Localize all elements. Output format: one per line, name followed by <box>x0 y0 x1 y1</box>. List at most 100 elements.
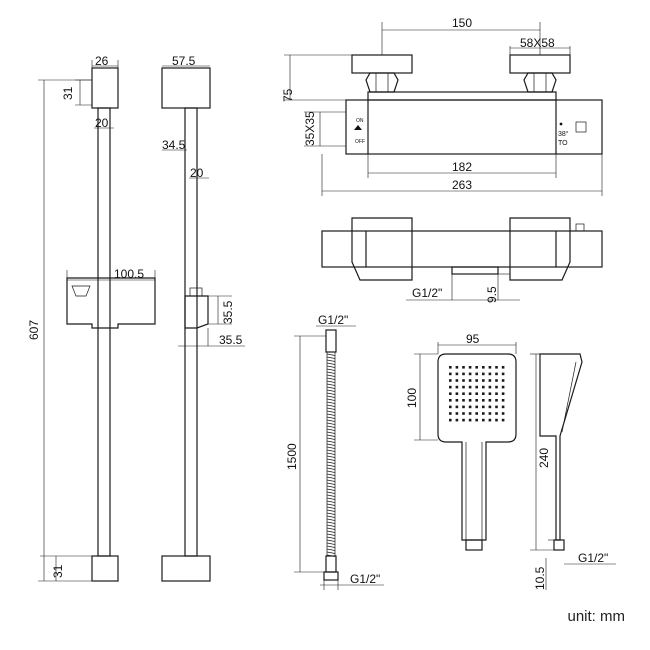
unit-note: unit: mm <box>567 608 625 625</box>
nozzle <box>475 372 478 376</box>
hose-rib <box>326 449 336 452</box>
nozzle <box>462 379 465 382</box>
valve-centers-label: 150 <box>452 16 472 30</box>
handset-side-connector <box>553 539 565 551</box>
nozzle <box>488 366 492 369</box>
hose-rib <box>326 527 336 530</box>
hose-rib <box>326 461 336 464</box>
nozzle <box>488 372 492 376</box>
hose-rib <box>326 509 336 512</box>
handset-front-view: 95 100 <box>405 332 517 551</box>
hose-rib <box>326 536 336 539</box>
nozzle <box>455 418 459 422</box>
hose-rib <box>326 383 336 386</box>
hose-rib <box>326 491 336 494</box>
nozzle <box>475 385 478 389</box>
nozzle <box>462 392 465 395</box>
valve-body <box>345 99 603 155</box>
nozzle-grid <box>449 366 505 422</box>
handset-thread-label: G1/2" <box>578 551 608 565</box>
nozzle <box>495 379 498 382</box>
hose-rib <box>326 503 336 506</box>
nozzle <box>482 418 485 422</box>
hose-length-label: 1500 <box>285 443 299 470</box>
valve-indicator-square <box>575 121 587 133</box>
nozzle <box>482 385 485 389</box>
hose-rib <box>326 356 336 359</box>
nozzle <box>482 366 485 369</box>
nozzle <box>468 372 472 376</box>
hose-rib <box>326 380 336 383</box>
hose-rib <box>326 521 336 524</box>
hose-rib <box>326 365 336 368</box>
hose-rib <box>326 530 336 533</box>
hose-rib <box>326 470 336 473</box>
valve-handle-size-label: 58X58 <box>520 36 555 50</box>
nozzle <box>475 412 478 415</box>
hose-rib <box>326 443 336 446</box>
nozzle <box>449 385 452 389</box>
nozzle <box>455 405 459 409</box>
rail-side-holder-height-label: 35.5 <box>221 300 235 324</box>
nozzle <box>488 418 492 422</box>
nozzle <box>455 385 459 389</box>
valve-arrow-icon <box>354 125 362 130</box>
rail-side-holder <box>184 295 209 329</box>
nozzle <box>449 412 452 415</box>
nozzle <box>495 385 498 389</box>
valve-side-view: G1/2" 9.5 <box>321 217 603 303</box>
hose-rib <box>326 413 336 416</box>
hose-rib <box>326 395 336 398</box>
hose-rib <box>326 401 336 404</box>
rail-top-height-label: 31 <box>61 86 75 100</box>
hose-rib <box>326 488 336 491</box>
valve-total-length-label: 263 <box>452 178 472 192</box>
nozzle <box>488 412 492 415</box>
hose-rib <box>326 533 336 536</box>
nozzle <box>482 392 485 395</box>
nozzle <box>495 412 498 415</box>
nozzle <box>501 412 505 415</box>
hose-rib <box>326 392 336 395</box>
hose-rib <box>326 437 336 440</box>
nozzle <box>468 399 472 402</box>
nozzle <box>468 418 472 422</box>
valve-left-handle <box>351 54 413 74</box>
valve-right-nut <box>523 72 557 93</box>
nozzle <box>468 366 472 369</box>
valve-temp-mark: 38° <box>558 130 569 138</box>
hose-rib <box>326 548 336 551</box>
handset-head <box>437 353 517 541</box>
valve-side-cap <box>575 223 585 232</box>
hose-rib <box>326 377 336 380</box>
hose-rib <box>326 482 336 485</box>
valve-inlet-label: G1/2" <box>412 286 442 300</box>
nozzle <box>468 379 472 382</box>
nozzle <box>449 392 452 395</box>
nozzle <box>501 379 505 382</box>
hose-rib <box>326 551 336 554</box>
nozzle <box>462 372 465 376</box>
rail-side-top-bracket <box>161 67 211 109</box>
hose-rib <box>326 473 336 476</box>
nozzle <box>495 392 498 395</box>
rail-side-bottom-bracket <box>161 555 211 582</box>
hose-top-thread-label: G1/2" <box>318 313 348 327</box>
nozzle <box>468 392 472 395</box>
rail-total-height-label: 607 <box>27 320 41 340</box>
nozzle <box>449 379 452 382</box>
hose-rib <box>326 374 336 377</box>
nozzle <box>482 412 485 415</box>
hose-rib <box>326 389 336 392</box>
nozzle <box>462 405 465 409</box>
hose-rib <box>326 404 336 407</box>
hose-rib <box>326 359 336 362</box>
hose-rib <box>326 500 336 503</box>
nozzle <box>475 399 478 402</box>
rail-slide-holder <box>66 277 156 329</box>
hose-rib <box>326 422 336 425</box>
rail-top-width-label: 26 <box>95 54 109 68</box>
nozzle <box>462 366 465 369</box>
hose-rib <box>326 524 336 527</box>
